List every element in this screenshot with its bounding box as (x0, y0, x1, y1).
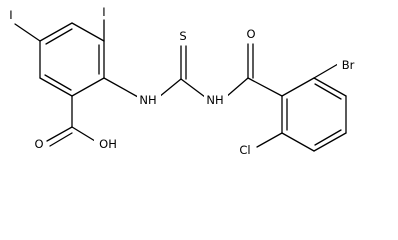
hydroxyl-label: OH (99, 137, 117, 151)
bond-c-o-double-b (49, 132, 73, 147)
chlorine-label: Cl (239, 143, 250, 157)
amine-label-left: NH (139, 93, 156, 107)
bond-c-i-left (14, 23, 41, 42)
bond-c-cl (256, 132, 283, 148)
bromine-label: Br (342, 58, 355, 72)
bond-ring1-a (39, 22, 73, 42)
bond-ring1-a-inner (45, 28, 73, 45)
amine-label-right: NH (206, 93, 223, 107)
bond-ring1-d (71, 77, 105, 97)
bond-ring2-b-inner (314, 83, 342, 100)
bond-c-br (313, 63, 339, 79)
bond-c-o-double-a (46, 126, 73, 142)
atom-labels: I I O OH NH S NH O Br Cl (4, 3, 359, 158)
bond-nh-co (225, 77, 249, 98)
structure-diagram: I I O OH NH S NH O Br Cl (4, 3, 359, 158)
bond-ring2-b (313, 77, 347, 97)
bond-ring-nh (103, 77, 139, 98)
bond-ring2-a (281, 77, 315, 97)
carbonyl-oxygen-label: O (246, 27, 255, 41)
bond-co-ring (247, 77, 283, 97)
carboxyl-oxygen-label: O (34, 137, 43, 151)
bond-lines (14, 19, 347, 152)
iodine-label-left: I (9, 8, 12, 22)
bond-ring2-e (281, 132, 315, 152)
bond-ring2-d (313, 132, 347, 152)
bond-c-nh (180, 78, 206, 98)
bond-c-oh (71, 126, 96, 142)
bond-ring1-e-inner (44, 74, 72, 91)
iodine-label-right: I (102, 5, 105, 19)
bond-nh-c (158, 78, 182, 98)
bond-ring1-e (39, 77, 73, 97)
bond-ring1-b (71, 22, 105, 42)
bond-ring2-d-inner (314, 129, 342, 146)
sulfur-label: S (179, 29, 186, 43)
